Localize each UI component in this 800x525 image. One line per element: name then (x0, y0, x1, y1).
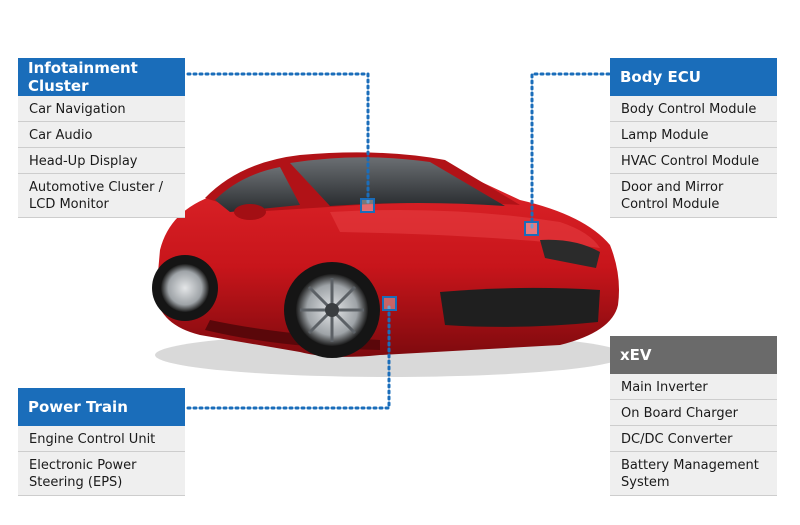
windshield (290, 157, 505, 206)
panel-item-door-mirror-module: Door and Mirror Control Module (610, 174, 777, 218)
panel-item-car-navigation: Car Navigation (18, 96, 185, 122)
xev-panel: xEV Main Inverter On Board Charger DC/DC… (610, 336, 777, 496)
panel-item-head-up-display: Head-Up Display (18, 148, 185, 174)
connector-infotainment (186, 72, 370, 207)
infotainment-cluster-panel: Infotainment Cluster Car Navigation Car … (18, 58, 185, 218)
marker-power-train (382, 296, 397, 311)
connector-power-train (186, 301, 391, 410)
marker-body-ecu (524, 221, 539, 236)
connector-lines (186, 72, 611, 410)
side-mirror (234, 204, 266, 220)
headlight (540, 239, 600, 268)
rear-wheel-rim (161, 264, 209, 312)
infotainment-cluster-title: Infotainment Cluster (18, 58, 185, 96)
connector-body-ecu (530, 72, 611, 230)
power-train-title: Power Train (18, 388, 185, 426)
side-window (215, 167, 300, 212)
anchor-markers (360, 198, 539, 311)
body-ecu-title: Body ECU (610, 58, 777, 96)
front-wheel-hub (325, 303, 339, 317)
panel-item-battery-management-system: Battery Management System (610, 452, 777, 496)
body-ecu-panel: Body ECU Body Control Module Lamp Module… (610, 58, 777, 218)
panel-item-engine-control-unit: Engine Control Unit (18, 426, 185, 452)
front-grille (440, 287, 600, 327)
marker-infotainment (360, 198, 375, 213)
panel-item-dc-dc-converter: DC/DC Converter (610, 426, 777, 452)
panel-item-main-inverter: Main Inverter (610, 374, 777, 400)
panel-item-car-audio: Car Audio (18, 122, 185, 148)
power-train-panel: Power Train Engine Control Unit Electron… (18, 388, 185, 496)
panel-item-body-control-module: Body Control Module (610, 96, 777, 122)
panel-item-lamp-module: Lamp Module (610, 122, 777, 148)
panel-item-electronic-power-steering: Electronic Power Steering (EPS) (18, 452, 185, 496)
panel-item-automotive-cluster: Automotive Cluster / LCD Monitor (18, 174, 185, 218)
panel-item-on-board-charger: On Board Charger (610, 400, 777, 426)
xev-title: xEV (610, 336, 777, 374)
red-sports-car-icon (152, 152, 625, 377)
panel-item-hvac-control-module: HVAC Control Module (610, 148, 777, 174)
